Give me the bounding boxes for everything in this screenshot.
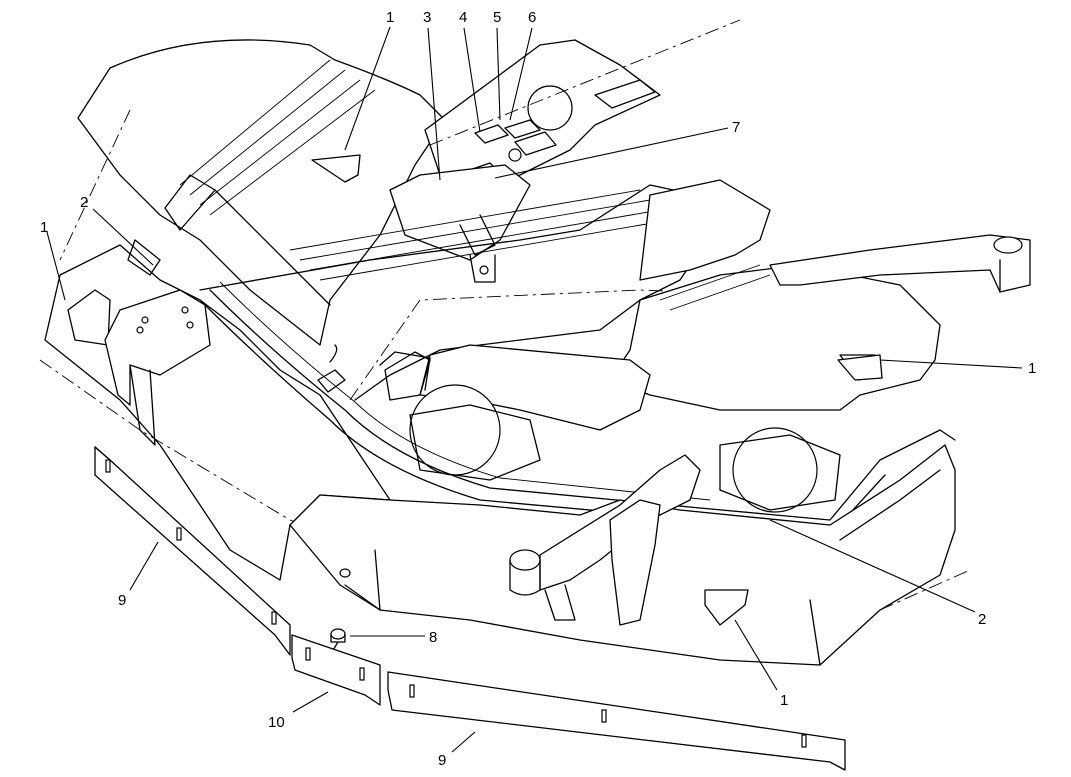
- callout-4: 4: [459, 9, 467, 26]
- callout-8: 8: [429, 629, 437, 646]
- spindle-openings: [409, 384, 841, 513]
- callout-7: 7: [732, 119, 740, 136]
- callout-2: 2: [978, 611, 986, 628]
- bolt: [329, 568, 351, 656]
- callout-5: 5: [493, 9, 501, 26]
- callout-1: 1: [780, 692, 788, 709]
- front-hitch-arm: [509, 454, 701, 626]
- deck-rails: [39, 281, 956, 561]
- callout-9: 9: [438, 752, 446, 769]
- front-scraper-strip: [387, 671, 846, 771]
- callout-10: 10: [268, 714, 285, 731]
- hinge-block: [389, 164, 531, 283]
- decal-front-right: [311, 154, 883, 626]
- callout-1: 1: [1028, 360, 1036, 377]
- front-scraper-corner: [291, 634, 381, 706]
- right-pivot-arm: [769, 234, 1031, 293]
- left-scraper-strip: [94, 446, 291, 656]
- callout-3: 3: [423, 9, 431, 26]
- top-mounting-plate: [424, 19, 741, 191]
- left-deck-side: [44, 239, 391, 581]
- callout-6: 6: [528, 9, 536, 26]
- callout-labels: 1 3 4 5 6 7 2 1 1 2 8 9 10 1 9: [40, 9, 1036, 769]
- left-deck-cover: [59, 39, 446, 346]
- callout-1: 1: [40, 219, 48, 236]
- leader-lines: [46, 26, 1023, 753]
- callout-1: 1: [386, 9, 394, 26]
- right-deck-cover: [609, 179, 941, 411]
- callout-2: 2: [80, 194, 88, 211]
- rail-bracket: [317, 344, 431, 393]
- callout-9: 9: [118, 592, 126, 609]
